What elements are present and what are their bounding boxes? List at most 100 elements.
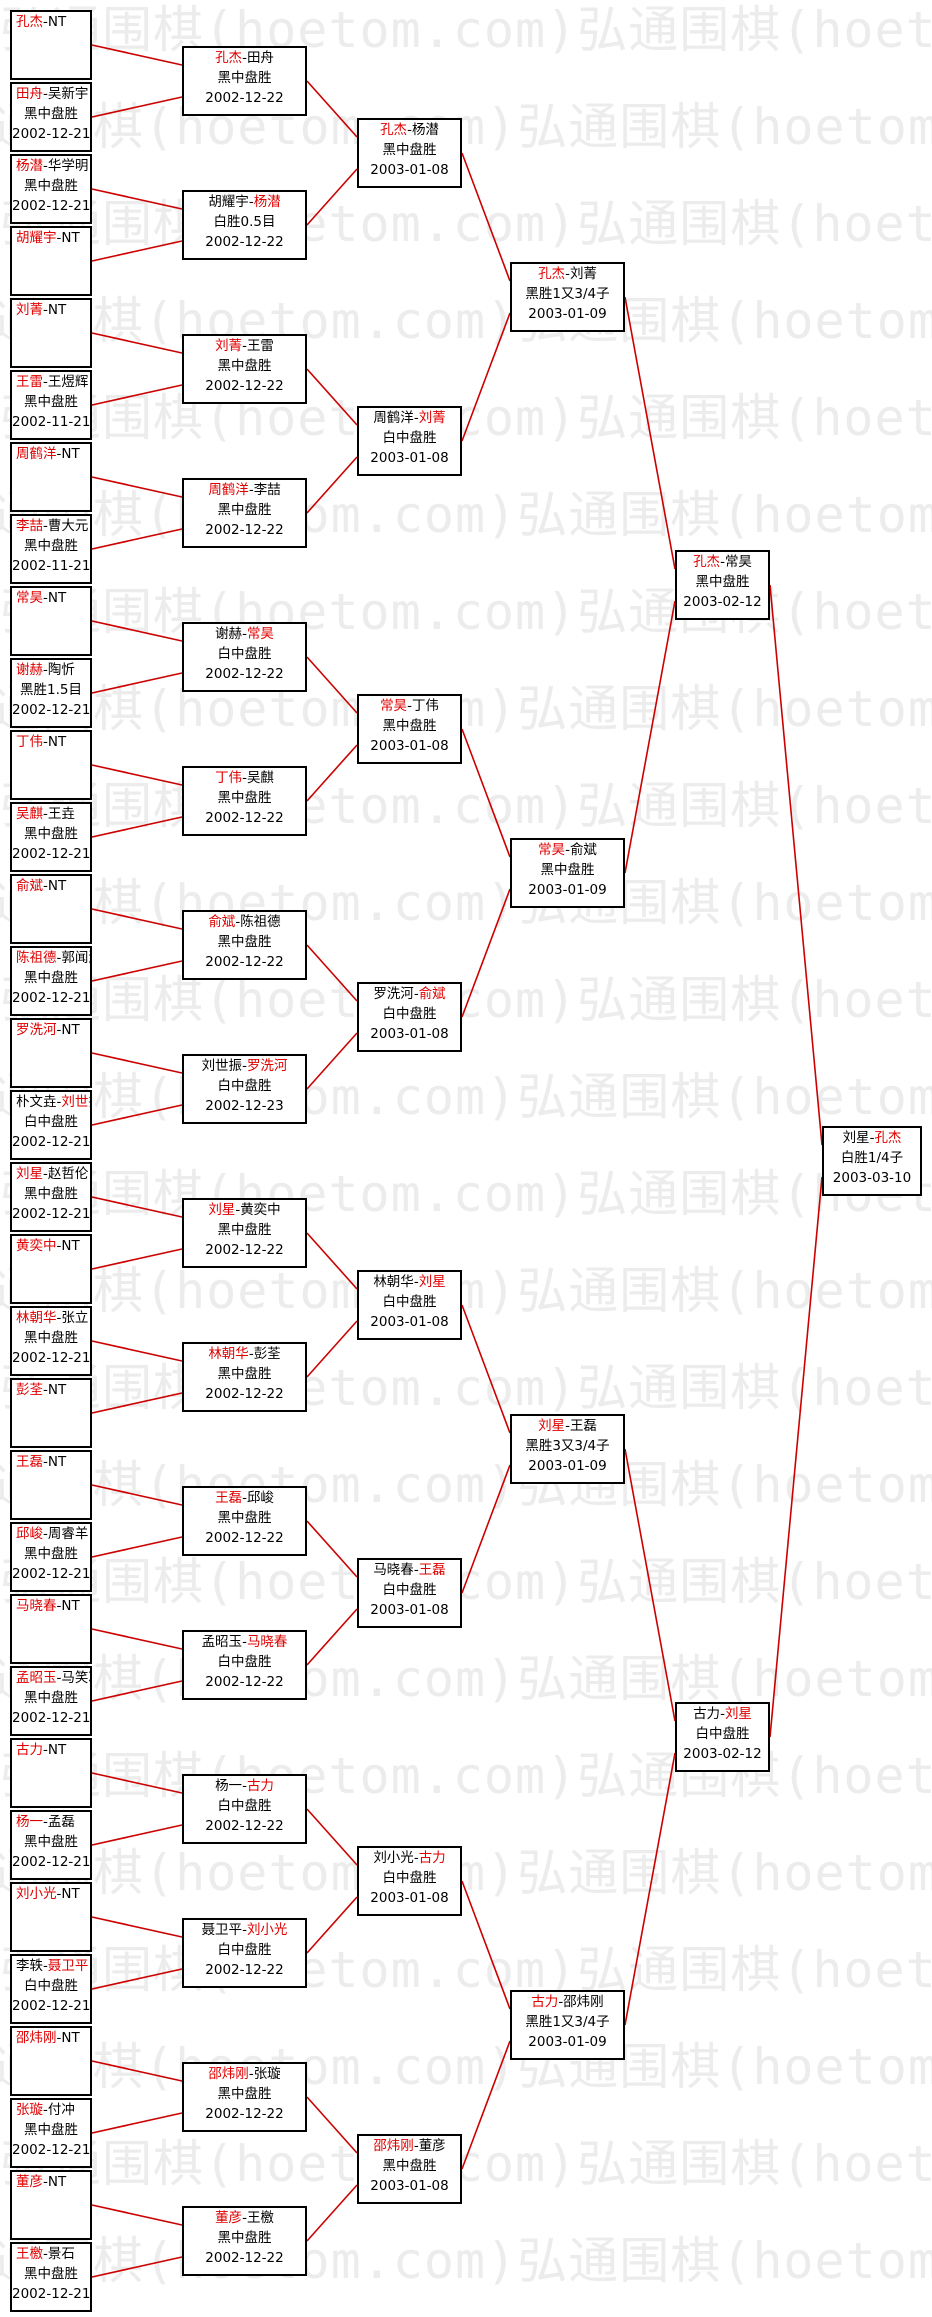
match-result: 黑中盘胜	[24, 178, 78, 194]
vs-dash: -	[43, 2174, 48, 2190]
player-black: 杨一	[16, 1814, 43, 1830]
player-black: 俞斌	[16, 878, 43, 894]
connector-line	[306, 1520, 358, 1578]
player-black: 谢赫	[215, 626, 243, 642]
match-result: 黑中盘胜	[24, 970, 78, 986]
connector-line	[306, 1320, 358, 1378]
match-date: 2002-12-22	[205, 2250, 284, 2266]
player-black: 王磊	[16, 1454, 43, 1470]
match-date	[12, 772, 90, 792]
match-date: 2002-12-22	[205, 810, 284, 826]
player-black: 孔杰	[16, 14, 43, 30]
player-white: NT	[61, 1238, 80, 1254]
match-players: 胡耀宇-NT	[12, 228, 90, 248]
match-date: 2003-01-08	[370, 1314, 449, 1330]
match-players: 刘菁-NT	[12, 300, 90, 320]
player-white: 王檄	[246, 2210, 274, 2226]
player-black: 罗洗河	[373, 986, 414, 1002]
connector-line	[91, 2112, 183, 2134]
connector-line	[306, 1608, 358, 1666]
vs-dash: -	[413, 1274, 419, 1290]
round2-match-16: 董彦-王檄 黑中盘胜 2002-12-22	[182, 2206, 307, 2276]
player-white: 杨潜	[253, 194, 281, 210]
player-white: NT	[47, 590, 67, 606]
vs-dash: -	[242, 626, 247, 642]
match-date	[12, 1492, 90, 1512]
round1-match-30: 张璇-付冲 黑中盘胜 2002-12-21	[10, 2098, 92, 2168]
round5-match-2: 古力-刘星 白中盘胜 2003-02-12	[675, 1702, 770, 1772]
player-white: NT	[61, 2030, 80, 2046]
match-players: 彭荃-NT	[12, 1380, 90, 1400]
player-black: 孔杰	[380, 122, 408, 138]
match-players: 丁伟-NT	[12, 732, 90, 752]
round1-match-9: 常昊-NT	[10, 586, 92, 656]
connector-line	[91, 1340, 183, 1362]
match-players: 周鹤洋-NT	[12, 444, 90, 464]
match-result: 黑中盘胜	[540, 862, 595, 878]
match-result	[12, 608, 90, 628]
match-players: 董彦-王檄	[184, 2208, 305, 2228]
match-players: 孔杰-田舟	[184, 48, 305, 68]
match-players: 刘星-孔杰	[824, 1128, 920, 1148]
player-white: 孟磊	[47, 1814, 75, 1830]
round2-match-10: 林朝华-彭荃 黑中盘胜 2002-12-22	[182, 1342, 307, 1412]
connector-line	[306, 1032, 358, 1090]
vs-dash: -	[720, 554, 725, 570]
match-date: 2003-01-08	[370, 1026, 449, 1042]
vs-dash: -	[56, 1094, 62, 1110]
player-black: 周鹤洋	[373, 410, 414, 426]
player-white: 刘菁	[418, 410, 446, 426]
player-white: 俞斌	[418, 986, 446, 1002]
vs-dash: -	[248, 2066, 254, 2082]
player-black: 常昊	[538, 842, 566, 858]
connector-line	[91, 816, 183, 838]
player-white: NT	[61, 1022, 80, 1038]
connector-line	[91, 1196, 183, 1218]
connector-line	[91, 1968, 183, 1990]
connector-line	[306, 1808, 358, 1866]
vs-dash: -	[56, 1670, 62, 1686]
match-players: 刘小光-NT	[12, 1884, 90, 1904]
match-date: 2003-01-08	[370, 162, 449, 178]
match-players: 聂卫平-刘小光	[184, 1920, 305, 1940]
match-result: 黑中盘胜	[382, 142, 437, 158]
match-result: 黑中盘胜	[217, 2086, 272, 2102]
round4-match-3: 刘星-王磊 黑胜3又3/4子 2003-01-09	[510, 1414, 625, 1484]
player-black: 周鹤洋	[16, 446, 57, 462]
connector-line	[91, 332, 183, 354]
player-black: 刘小光	[16, 1886, 57, 1902]
match-result: 白中盘胜	[382, 1294, 437, 1310]
match-date	[12, 1420, 90, 1440]
player-white: 罗洗河	[246, 1058, 288, 1074]
player-black: 邵炜刚	[373, 2138, 414, 2154]
connector-line	[91, 1536, 183, 1558]
match-players: 邵炜刚-NT	[12, 2028, 90, 2048]
match-result: 黑胜1.5目	[20, 682, 82, 698]
player-white: 丁伟	[411, 698, 439, 714]
connector-line	[461, 152, 511, 282]
match-players: 周鹤洋-刘菁	[359, 408, 460, 428]
connector-line	[91, 1680, 183, 1702]
match-result: 黑中盘胜	[24, 1834, 78, 1850]
match-date: 2002-12-21	[12, 990, 91, 1006]
vs-dash: -	[242, 338, 247, 354]
player-white: 赵哲伦	[47, 1166, 89, 1182]
match-result	[12, 32, 90, 52]
match-players: 常昊-NT	[12, 588, 90, 608]
match-result	[12, 320, 90, 340]
player-white: 陶忻	[47, 662, 75, 678]
match-players: 杨一-古力	[184, 1776, 305, 1796]
match-players: 刘小光-古力	[359, 1848, 460, 1868]
player-black: 邵炜刚	[16, 2030, 57, 2046]
round4-match-2: 常昊-俞斌 黑中盘胜 2003-01-09	[510, 838, 625, 908]
player-black: 邱峻	[16, 1526, 43, 1542]
connector-line	[91, 240, 183, 262]
match-date: 2003-01-09	[528, 1458, 607, 1474]
round3-match-2: 周鹤洋-刘菁 白中盘胜 2003-01-08	[357, 406, 462, 476]
match-result: 白中盘胜	[217, 1942, 272, 1958]
match-players: 张璇-付冲	[12, 2100, 90, 2120]
vs-dash: -	[43, 518, 48, 534]
player-black: 刘星	[538, 1418, 566, 1434]
round2-match-6: 丁伟-吴麒 黑中盘胜 2002-12-22	[182, 766, 307, 836]
round1-match-17: 刘星-赵哲伦 黑中盘胜 2002-12-21	[10, 1162, 92, 1232]
